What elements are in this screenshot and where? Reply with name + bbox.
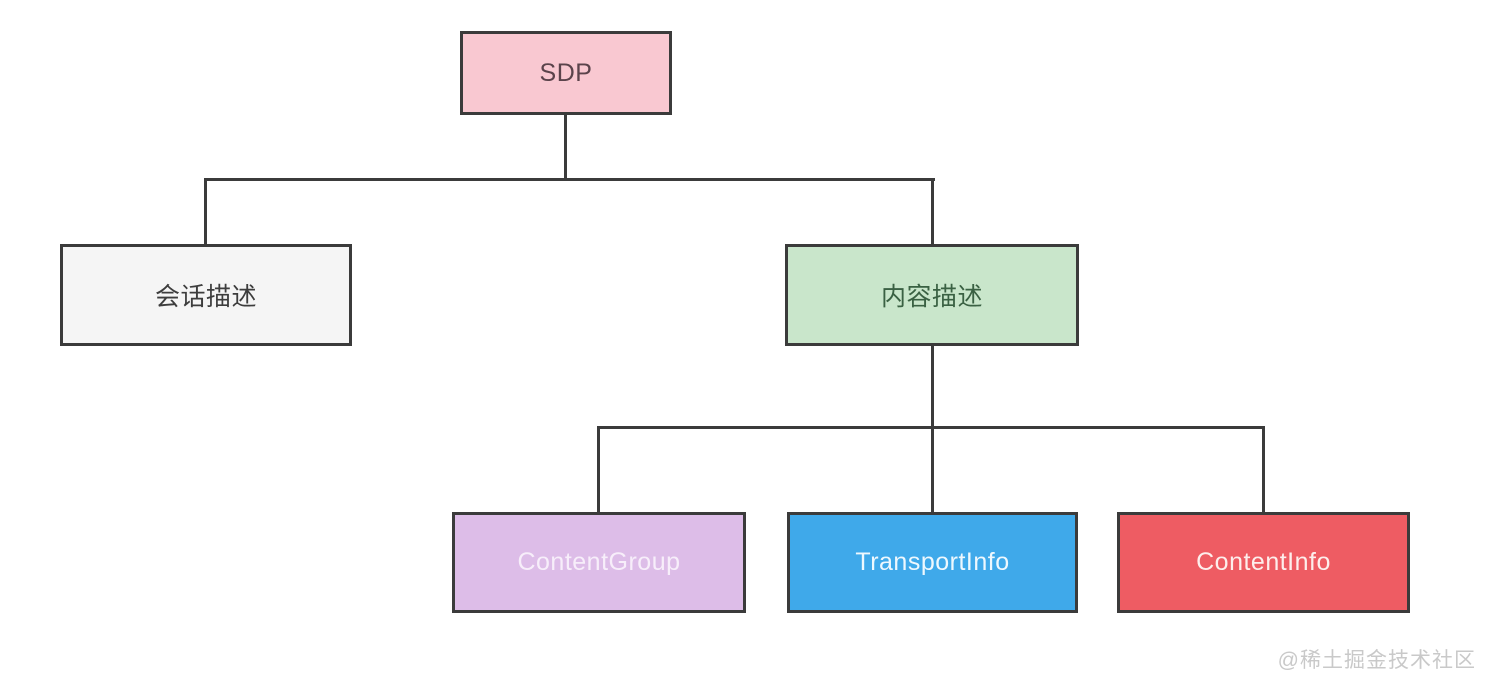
node-transport-info: TransportInfo <box>787 512 1078 613</box>
node-content-group-label: ContentGroup <box>517 548 681 576</box>
node-sdp: SDP <box>460 31 672 115</box>
connector-top-horizontal <box>204 178 935 181</box>
connector-to-session-desc <box>204 178 207 246</box>
node-content-info: ContentInfo <box>1117 512 1410 613</box>
connector-content-desc-down <box>931 344 934 429</box>
node-content-description: 内容描述 <box>785 244 1079 346</box>
node-session-description: 会话描述 <box>60 244 352 346</box>
connector-to-content-info <box>1262 426 1265 514</box>
connector-to-content-desc <box>931 178 934 246</box>
connector-sdp-down <box>564 113 567 181</box>
node-content-group: ContentGroup <box>452 512 746 613</box>
connector-to-transport-info <box>931 426 934 514</box>
node-transport-info-label: TransportInfo <box>855 548 1010 576</box>
node-session-description-label: 会话描述 <box>154 283 257 311</box>
connector-to-content-group <box>597 426 600 514</box>
node-content-info-label: ContentInfo <box>1196 548 1331 576</box>
node-sdp-label: SDP <box>539 58 593 87</box>
node-content-description-label: 内容描述 <box>880 283 983 311</box>
watermark: @稀土掘金技术社区 <box>1277 649 1476 672</box>
